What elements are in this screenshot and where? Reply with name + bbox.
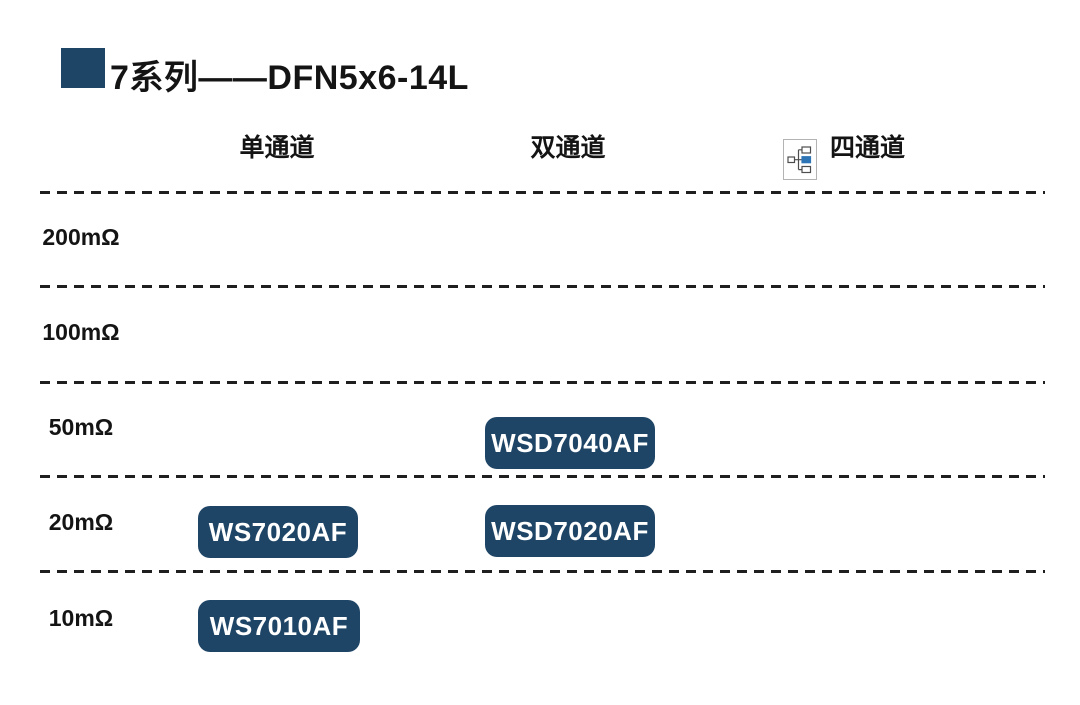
row-label-200mohm: 200mΩ (42, 224, 120, 250)
row-label-20mohm: 20mΩ (48, 509, 114, 535)
product-badge-wsd7040af: WSD7040AF (485, 417, 655, 469)
title-bullet-square (61, 48, 105, 88)
row-divider (40, 475, 1045, 478)
column-header-quad-channel: 四通道 (830, 134, 906, 162)
row-divider (40, 191, 1045, 194)
row-label-50mohm: 50mΩ (48, 414, 114, 440)
icon-highlight-box (801, 156, 812, 164)
page-title: 7系列——DFN5x6-14L (110, 59, 469, 97)
row-divider (40, 570, 1045, 573)
row-label-10mohm: 10mΩ (48, 605, 114, 631)
row-divider (40, 285, 1045, 288)
product-badge-ws7020af: WS7020AF (198, 506, 358, 558)
column-header-single-channel: 单通道 (239, 134, 315, 162)
row-label-100mohm: 100mΩ (42, 319, 120, 345)
product-badge-wsd7020af: WSD7020AF (485, 505, 655, 557)
hierarchy-icon (783, 139, 817, 180)
column-header-dual-channel: 双通道 (530, 134, 606, 162)
product-badge-ws7010af: WS7010AF (198, 600, 360, 652)
row-divider (40, 381, 1045, 384)
